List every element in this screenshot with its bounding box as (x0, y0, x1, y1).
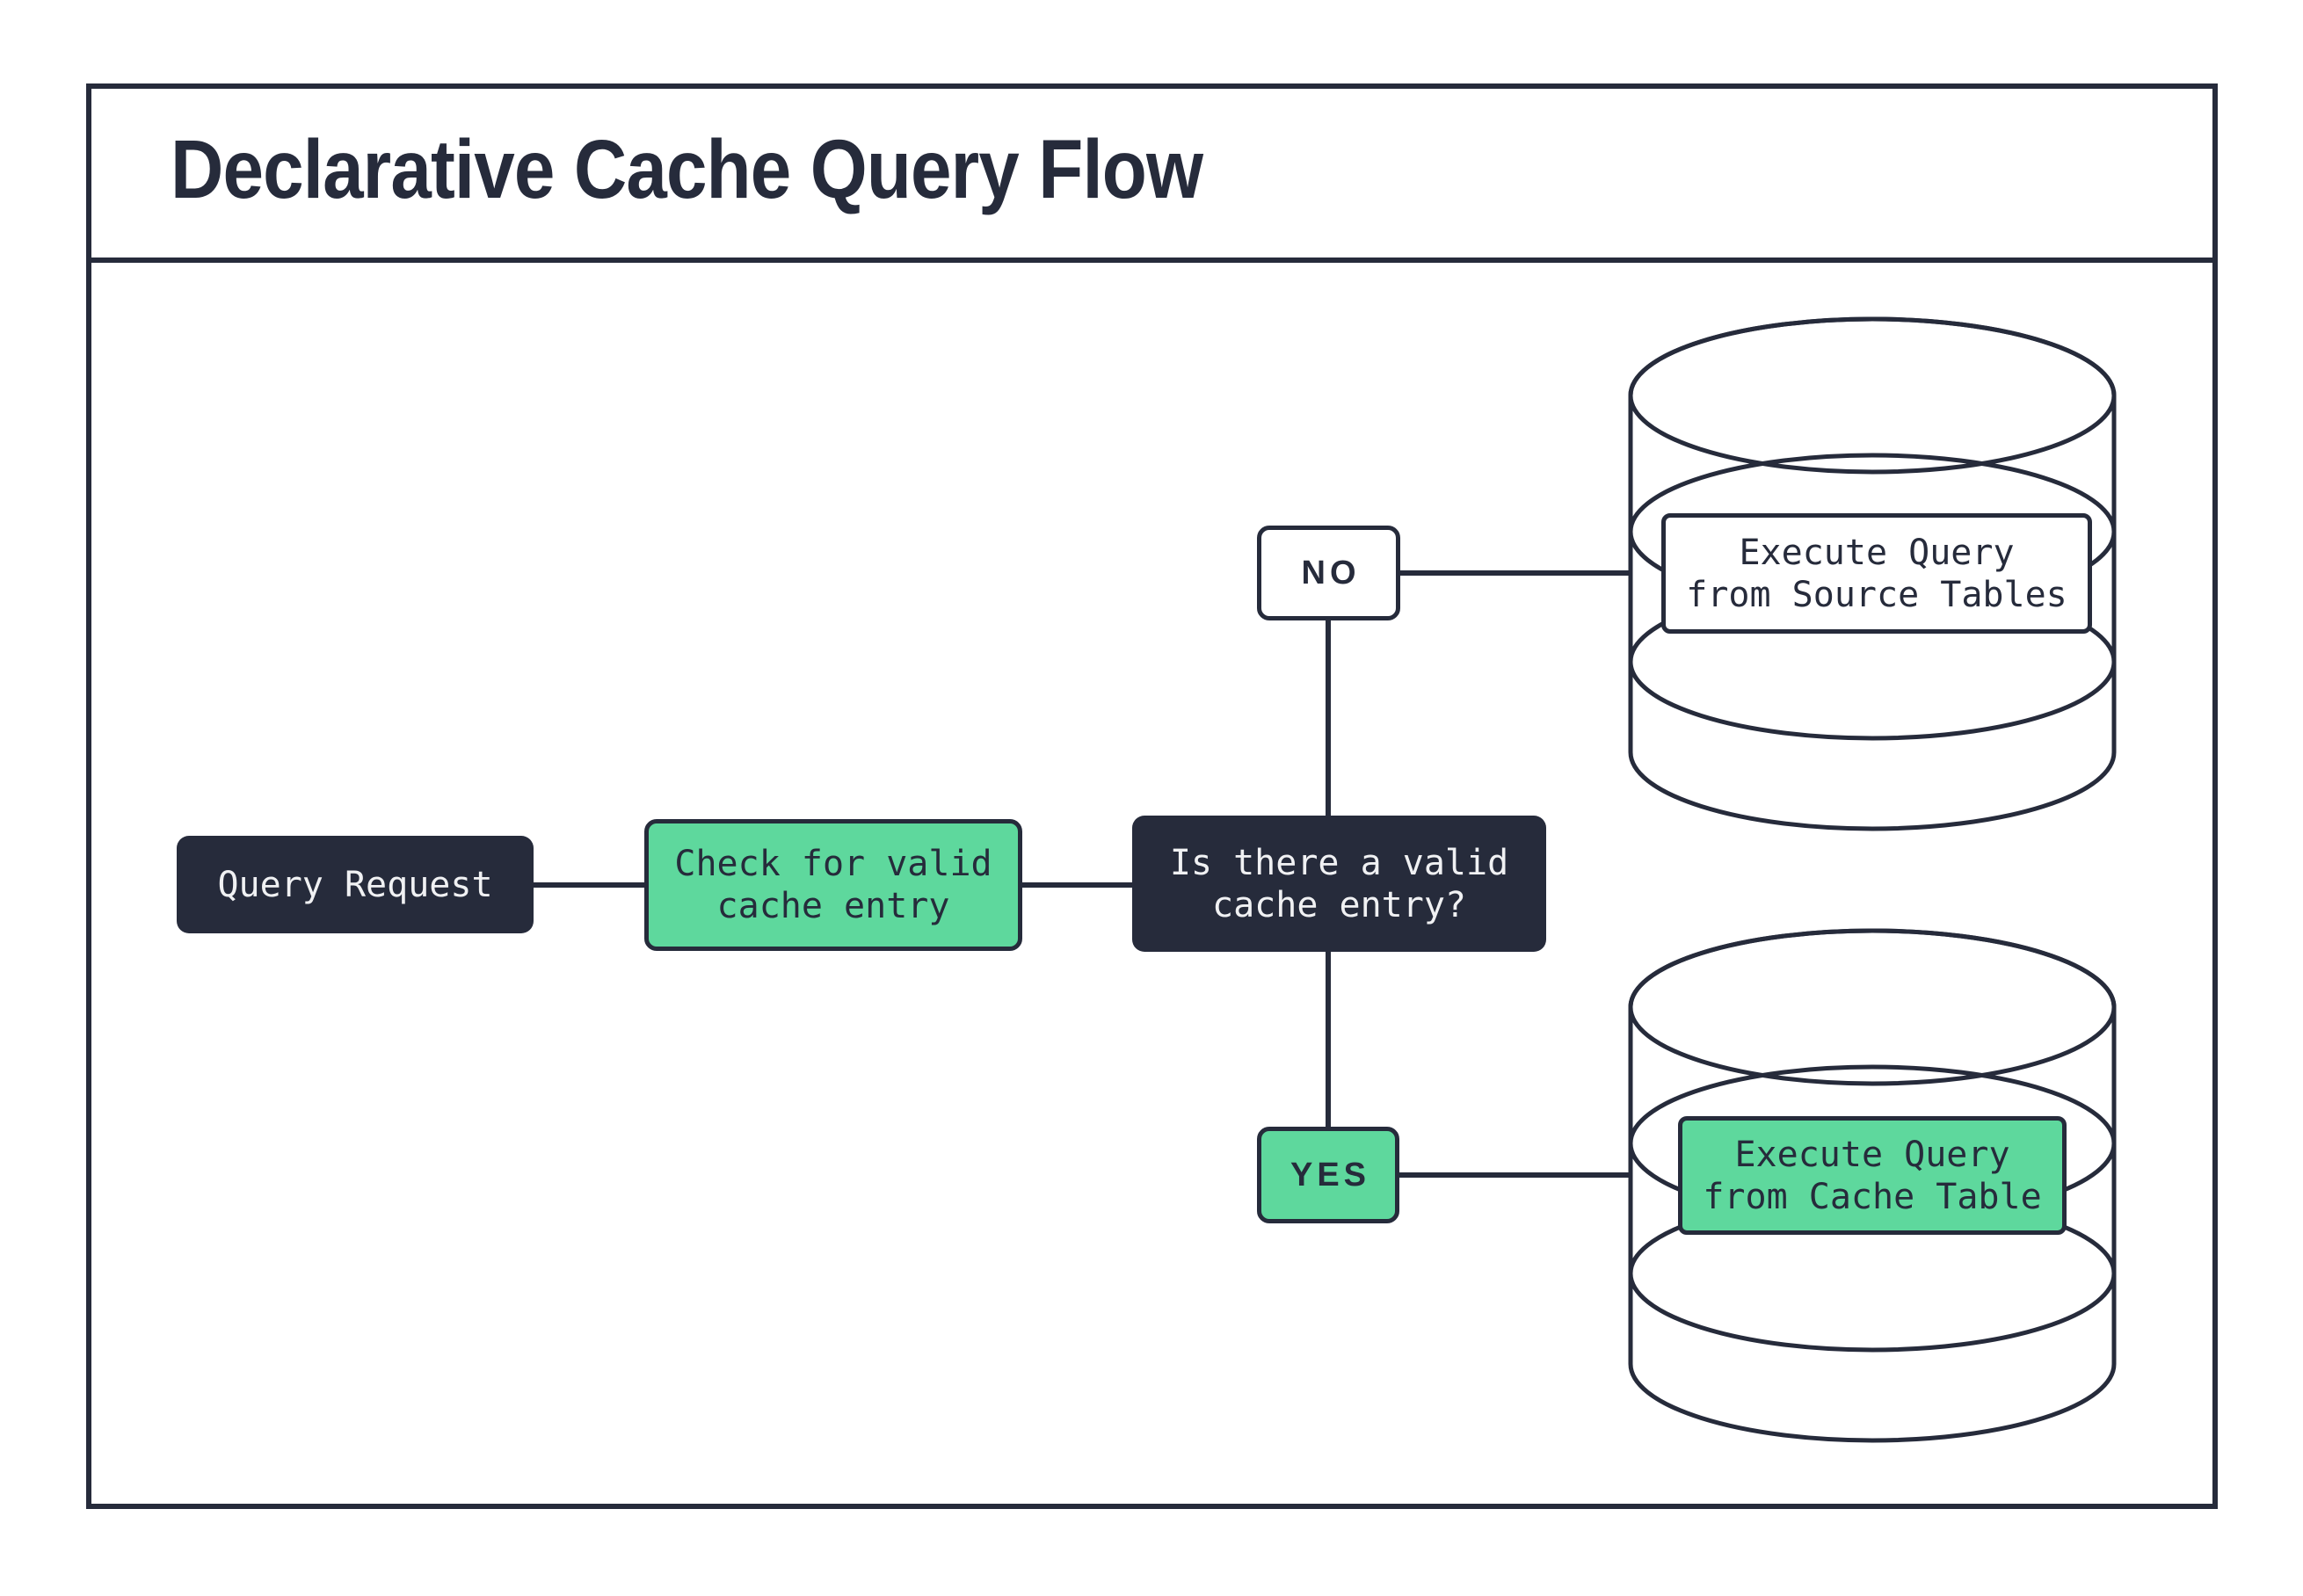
no-branch-label: NO (1257, 526, 1400, 620)
source-db-node: Execute Query from Source Tables (1661, 513, 2092, 634)
edge-query-to-check (534, 882, 644, 888)
edge-check-to-decision (1022, 882, 1132, 888)
diagram-title: Declarative Cache Query Flow (171, 123, 1203, 216)
cache-db-node: Execute Query from Cache Table (1678, 1116, 2067, 1235)
query-request-node: Query Request (177, 836, 534, 933)
title-divider (86, 258, 2218, 263)
decision-node: Is there a valid cache entry? (1132, 816, 1546, 952)
yes-branch-label: YES (1257, 1127, 1399, 1223)
edge-no-to-source-db (1400, 570, 1631, 576)
edge-yes-to-cache-db (1399, 1172, 1631, 1178)
check-cache-node: Check for valid cache entry (644, 819, 1022, 951)
edge-decision-to-no (1326, 620, 1331, 816)
edge-decision-to-yes (1326, 952, 1331, 1127)
